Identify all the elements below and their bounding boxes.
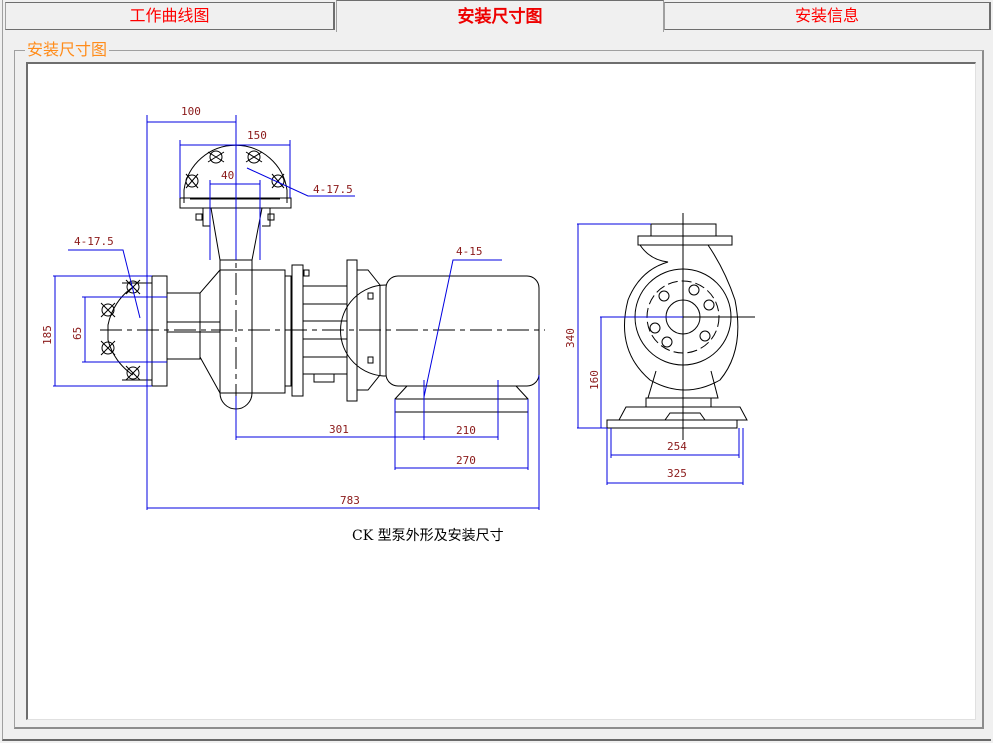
- tab-bar: 工作曲线图 安装信息 安装尺寸图: [0, 0, 993, 32]
- dim-outlet-bolts: 4-17.5: [313, 183, 353, 196]
- group-box: [14, 50, 984, 729]
- dim-base-length: 270: [456, 454, 476, 467]
- dim-outlet-flange-width: 150: [247, 129, 267, 142]
- dimension-lines: [53, 115, 744, 510]
- tab-install-dimensions[interactable]: 安装尺寸图: [336, 0, 664, 32]
- dim-base-hole-width: 254: [667, 440, 687, 453]
- tab-performance-curve[interactable]: 工作曲线图: [5, 2, 335, 30]
- inlet-flange-arc: [107, 286, 134, 376]
- inlet-bolt-icons: [100, 279, 141, 381]
- inlet-flange: [151, 275, 168, 387]
- pump-side-view: [100, 125, 545, 415]
- drawing-caption: CK 型泵外形及安装尺寸: [352, 528, 504, 544]
- dim-inlet-flange-height: 185: [41, 325, 54, 345]
- group-title: 安装尺寸图: [25, 40, 110, 60]
- drawing-canvas: [26, 62, 976, 720]
- dim-outlet-offset: 100: [181, 105, 201, 118]
- outlet-bolt-icons: [185, 150, 285, 189]
- dim-inlet-bolts: 4-17.5: [74, 235, 114, 248]
- dim-motor-bolts: 4-15: [456, 245, 483, 258]
- tab-install-info[interactable]: 安装信息: [664, 2, 991, 30]
- pump-front-view: [605, 213, 755, 440]
- dim-center-height: 160: [588, 370, 601, 390]
- dim-pump-to-base: 301: [329, 423, 349, 436]
- dim-base-hole-spacing: 210: [456, 424, 476, 437]
- dim-inlet-inner: 65: [71, 327, 84, 340]
- dim-overall-height: 340: [564, 328, 577, 348]
- front-bolt-icons: [649, 284, 715, 348]
- dim-base-width: 325: [667, 467, 687, 480]
- motor-body: [385, 275, 540, 387]
- dim-overall-length: 783: [340, 494, 360, 507]
- dim-outlet-inner: 40: [221, 169, 234, 182]
